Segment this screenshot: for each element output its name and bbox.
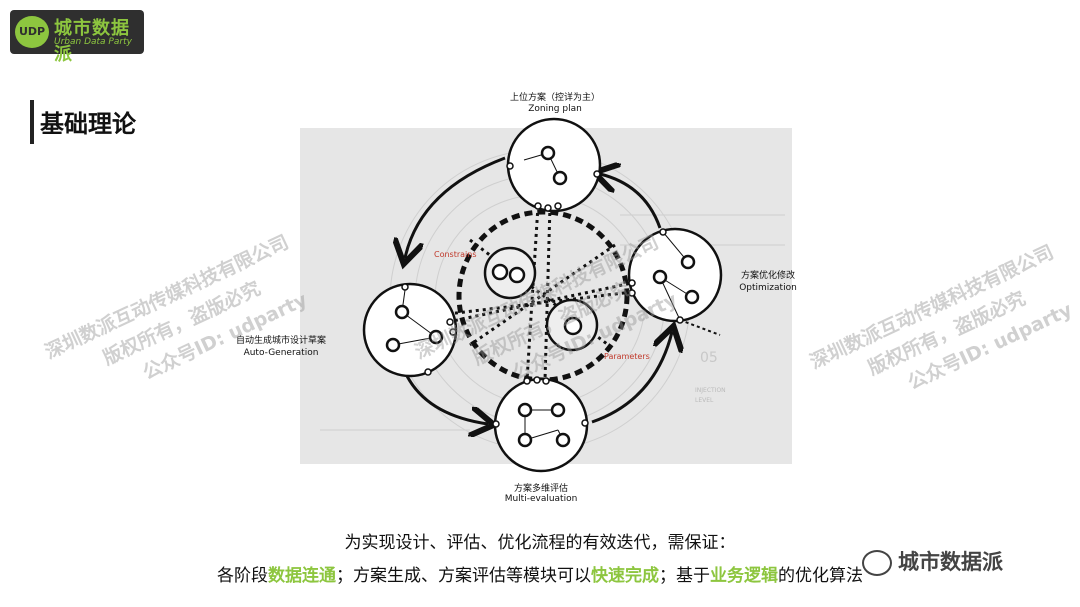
title-accent-bar <box>30 100 34 144</box>
arrow-bottom-to-right <box>591 332 672 424</box>
highlight-business-logic: 业务逻辑 <box>710 566 778 586</box>
highlight-data-connect: 数据连通 <box>268 566 336 586</box>
label-bottom-zh: 方案多维评估 <box>513 484 568 494</box>
wechat-mark: 城市数据派 <box>862 546 1003 576</box>
node-left <box>362 282 458 378</box>
label-right-en: Optimization <box>739 283 797 293</box>
label-parameters: Parameters <box>604 352 650 361</box>
arrow-right-to-top <box>600 174 662 229</box>
node-top <box>506 117 602 213</box>
arrow-top-to-left <box>405 156 506 258</box>
bg-text-2: LEVEL <box>695 397 714 404</box>
arrow-left-to-bottom <box>403 371 488 424</box>
node-right <box>627 227 723 336</box>
brand-logo: UDP 城市数据派 Urban Data Party <box>10 10 144 65</box>
page-title: 基础理论 <box>40 110 136 138</box>
bg-number: 05 <box>700 350 718 366</box>
caption-line-2: 各阶段数据连通；方案生成、方案评估等模块可以快速完成；基于业务逻辑的优化算法 <box>217 566 863 586</box>
label-top-en: Zoning plan <box>528 104 582 114</box>
label-bottom-en: Multi-evaluation <box>504 494 578 504</box>
cycle-arrows <box>403 156 672 424</box>
label-left-en: Auto-Generation <box>243 348 319 358</box>
bg-text-1: INJECTION <box>695 387 726 394</box>
caption-line-1: 为实现设计、评估、优化流程的有效迭代，需保证： <box>344 533 736 553</box>
label-top-zh: 上位方案（控详为主） <box>509 93 600 103</box>
central-hub <box>447 205 633 383</box>
logo-badge: UDP <box>15 16 49 48</box>
logo-name: 城市数据派 <box>54 18 130 65</box>
label-right-zh: 方案优化修改 <box>740 271 795 281</box>
wechat-icon <box>862 550 892 576</box>
label-constrains: Constrains <box>434 250 477 259</box>
node-bottom <box>492 376 589 473</box>
label-left-zh: 自动生成城市设计草案 <box>235 336 326 346</box>
highlight-fast-complete: 快速完成 <box>591 566 659 586</box>
logo-subtitle: Urban Data Party <box>54 37 132 47</box>
